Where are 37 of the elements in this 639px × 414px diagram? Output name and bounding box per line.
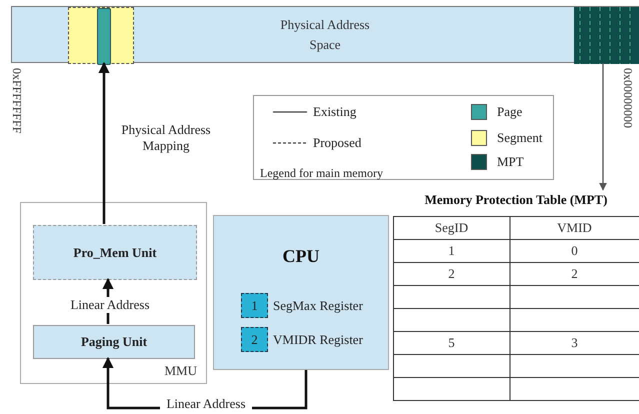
- arrow: [599, 63, 607, 191]
- legend-text: Proposed: [313, 134, 362, 152]
- legend-text: Page: [497, 103, 522, 121]
- node-label: MMU: [164, 362, 197, 380]
- table-value: 2: [447, 265, 456, 283]
- table-value: 0: [570, 242, 579, 260]
- mmu-box: [20, 202, 207, 384]
- column-header: SegID: [434, 219, 470, 237]
- address-label: 0xFFFFFFFF: [9, 68, 25, 134]
- column-header: VMID: [556, 219, 593, 237]
- unit-box: [33, 225, 197, 280]
- memory-bar: [11, 6, 639, 63]
- table-title: Memory Protection Table (MPT): [424, 191, 608, 209]
- legend-title: Legend for main memory: [260, 165, 383, 182]
- edge-label: Linear Address: [160, 396, 252, 412]
- segment-region: [68, 7, 134, 64]
- table-value: 5: [447, 334, 456, 352]
- address-label: 0x00000000: [620, 68, 636, 128]
- register-label: SegMax Register: [273, 297, 363, 315]
- legend-text: Existing: [313, 103, 356, 121]
- node-label: 1: [251, 296, 258, 315]
- legend-text: Segment: [497, 129, 542, 147]
- unit-box: [33, 325, 195, 359]
- mpt-region: [574, 7, 639, 64]
- arrow: [98, 62, 110, 224]
- table-value: 3: [570, 334, 579, 352]
- cpu-box: [213, 215, 389, 370]
- node-label: CPU: [282, 245, 320, 268]
- legend-text: MPT: [497, 153, 524, 171]
- table-value: 2: [570, 265, 579, 283]
- node-label: 2: [251, 330, 258, 349]
- register-label: VMIDR Register: [273, 331, 363, 349]
- node-label: Paging Unit: [80, 333, 148, 352]
- node-label: Pro_Mem Unit: [73, 244, 157, 262]
- page-block: [97, 8, 111, 65]
- table-value: 1: [447, 242, 456, 260]
- node-label: Physical Address Space: [279, 16, 371, 54]
